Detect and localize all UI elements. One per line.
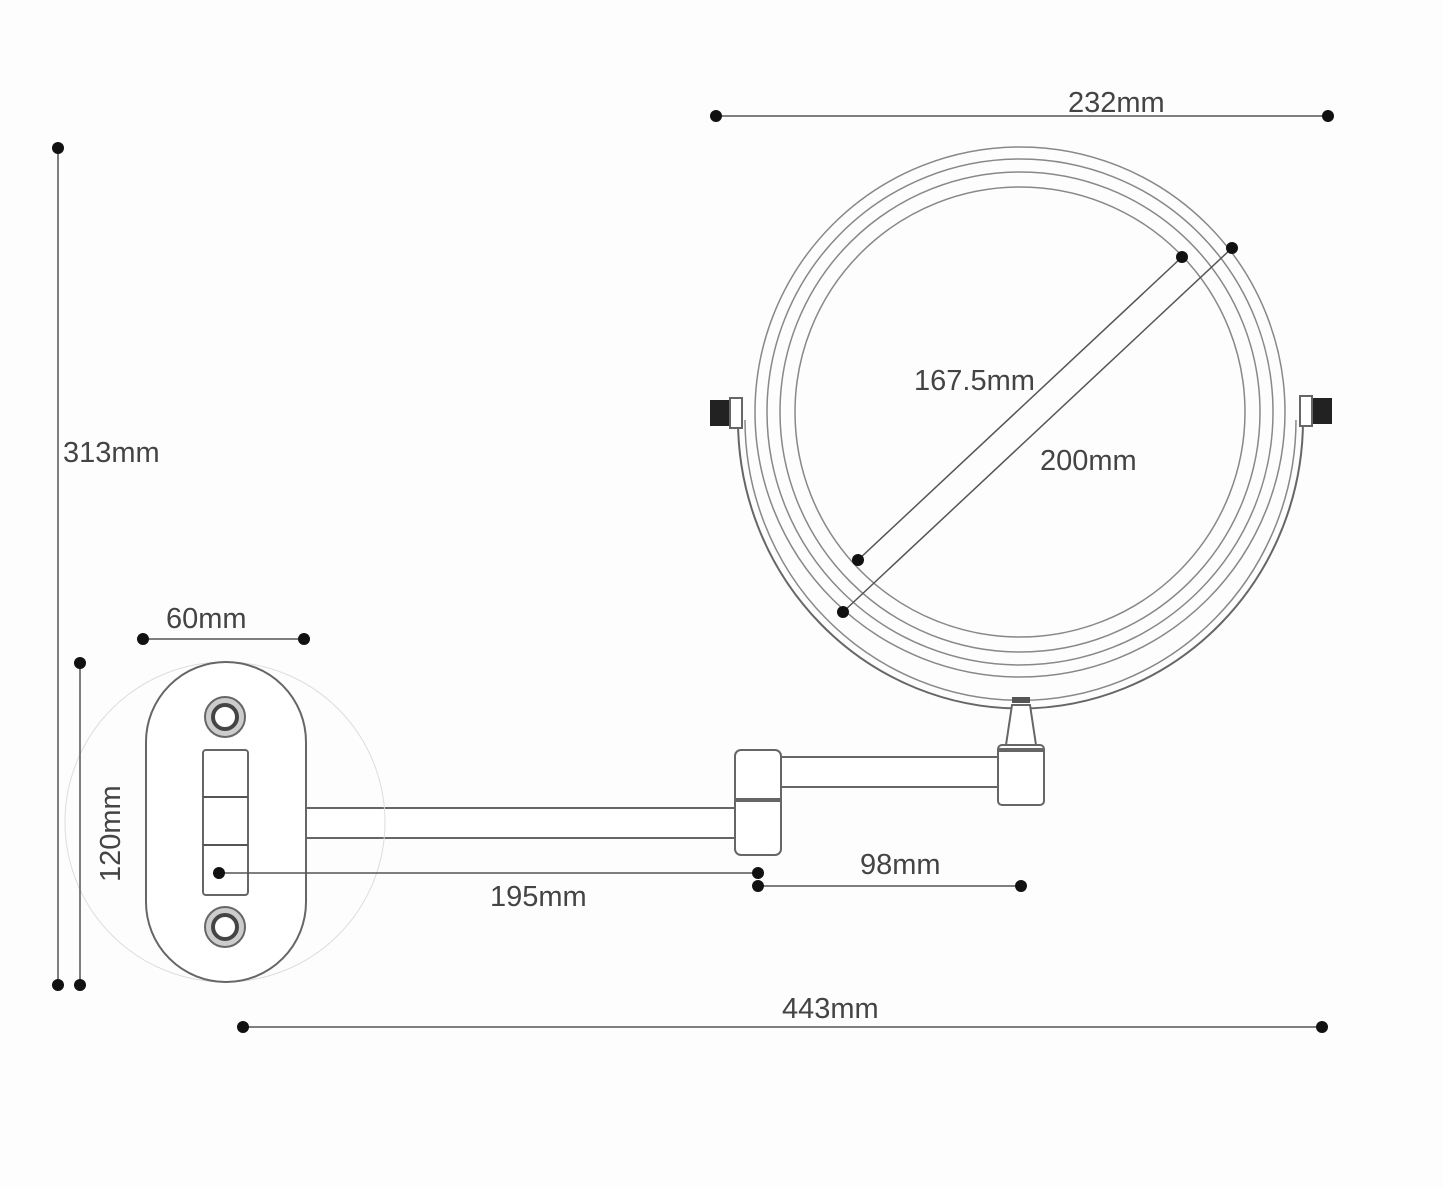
- label-arm-length-1: 195mm: [490, 881, 587, 913]
- arm-joint-middle: [734, 749, 782, 856]
- label-mirror-width: 232mm: [1068, 87, 1165, 119]
- label-plate-width: 60mm: [166, 603, 247, 635]
- arm-segment-2: [769, 756, 1006, 788]
- mirror-stem: [1004, 704, 1038, 746]
- label-total-length: 443mm: [782, 993, 879, 1025]
- label-total-height: 313mm: [63, 437, 160, 469]
- wall-plate: [64, 661, 386, 983]
- arm-segment-1: [244, 807, 746, 839]
- swing-arm: [244, 744, 1045, 856]
- pivot-knob-right: [1312, 398, 1332, 424]
- arm-bracket: [202, 749, 249, 896]
- mirror-glass: [794, 186, 1246, 638]
- mirror: [710, 146, 1332, 746]
- label-arm-length-2: 98mm: [860, 849, 941, 881]
- mirror-outer-ring: [754, 146, 1286, 678]
- dimension-lines: [52, 110, 1334, 1033]
- pivot-knob-left: [710, 400, 730, 426]
- label-outer-diameter: 200mm: [1040, 445, 1137, 477]
- label-plate-height: 120mm: [95, 785, 127, 882]
- label-inner-diameter: 167.5mm: [914, 365, 1035, 397]
- arm-joint-right: [997, 744, 1045, 806]
